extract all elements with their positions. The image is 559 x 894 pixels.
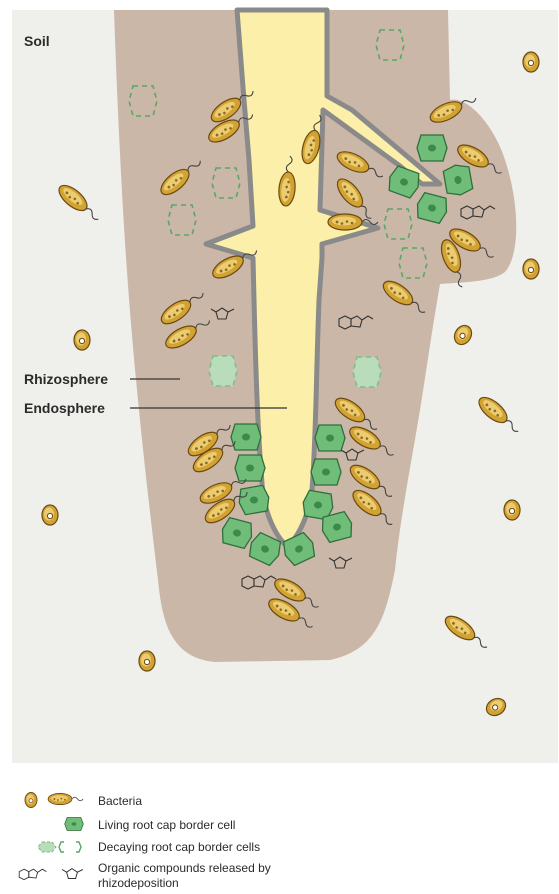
legend-bacteria-icon <box>25 793 83 808</box>
organic-compound-icon <box>19 869 83 880</box>
legend-compounds-label-line1: Organic compounds released by <box>98 861 271 875</box>
endosphere-label: Endosphere <box>24 400 105 416</box>
living-cell <box>417 135 447 161</box>
decaying-cell-swollen <box>209 356 237 386</box>
legend: Bacteria Living root cap border cell Dec… <box>19 793 271 891</box>
bacterium <box>504 500 520 520</box>
legend-bacteria-label: Bacteria <box>98 794 142 808</box>
soil-label: Soil <box>24 33 50 49</box>
rhizosphere-label: Rhizosphere <box>24 371 108 387</box>
living-cell-icon <box>65 818 84 831</box>
living-cell <box>315 425 345 451</box>
bacterium <box>42 505 58 525</box>
bacterium <box>523 259 539 279</box>
legend-decaying-cells-label: Decaying root cap border cells <box>98 840 260 854</box>
legend-living-cell-label: Living root cap border cell <box>98 818 235 832</box>
living-cell <box>231 424 261 450</box>
living-cell <box>235 455 265 481</box>
decaying-cell-swollen <box>353 357 381 387</box>
living-cell <box>311 459 341 485</box>
bacterium <box>523 52 539 72</box>
bacterium <box>139 651 155 671</box>
legend-compounds-label-line2: rhizodeposition <box>98 876 179 890</box>
bacterium <box>74 330 90 350</box>
decaying-cell-icon <box>38 842 81 852</box>
